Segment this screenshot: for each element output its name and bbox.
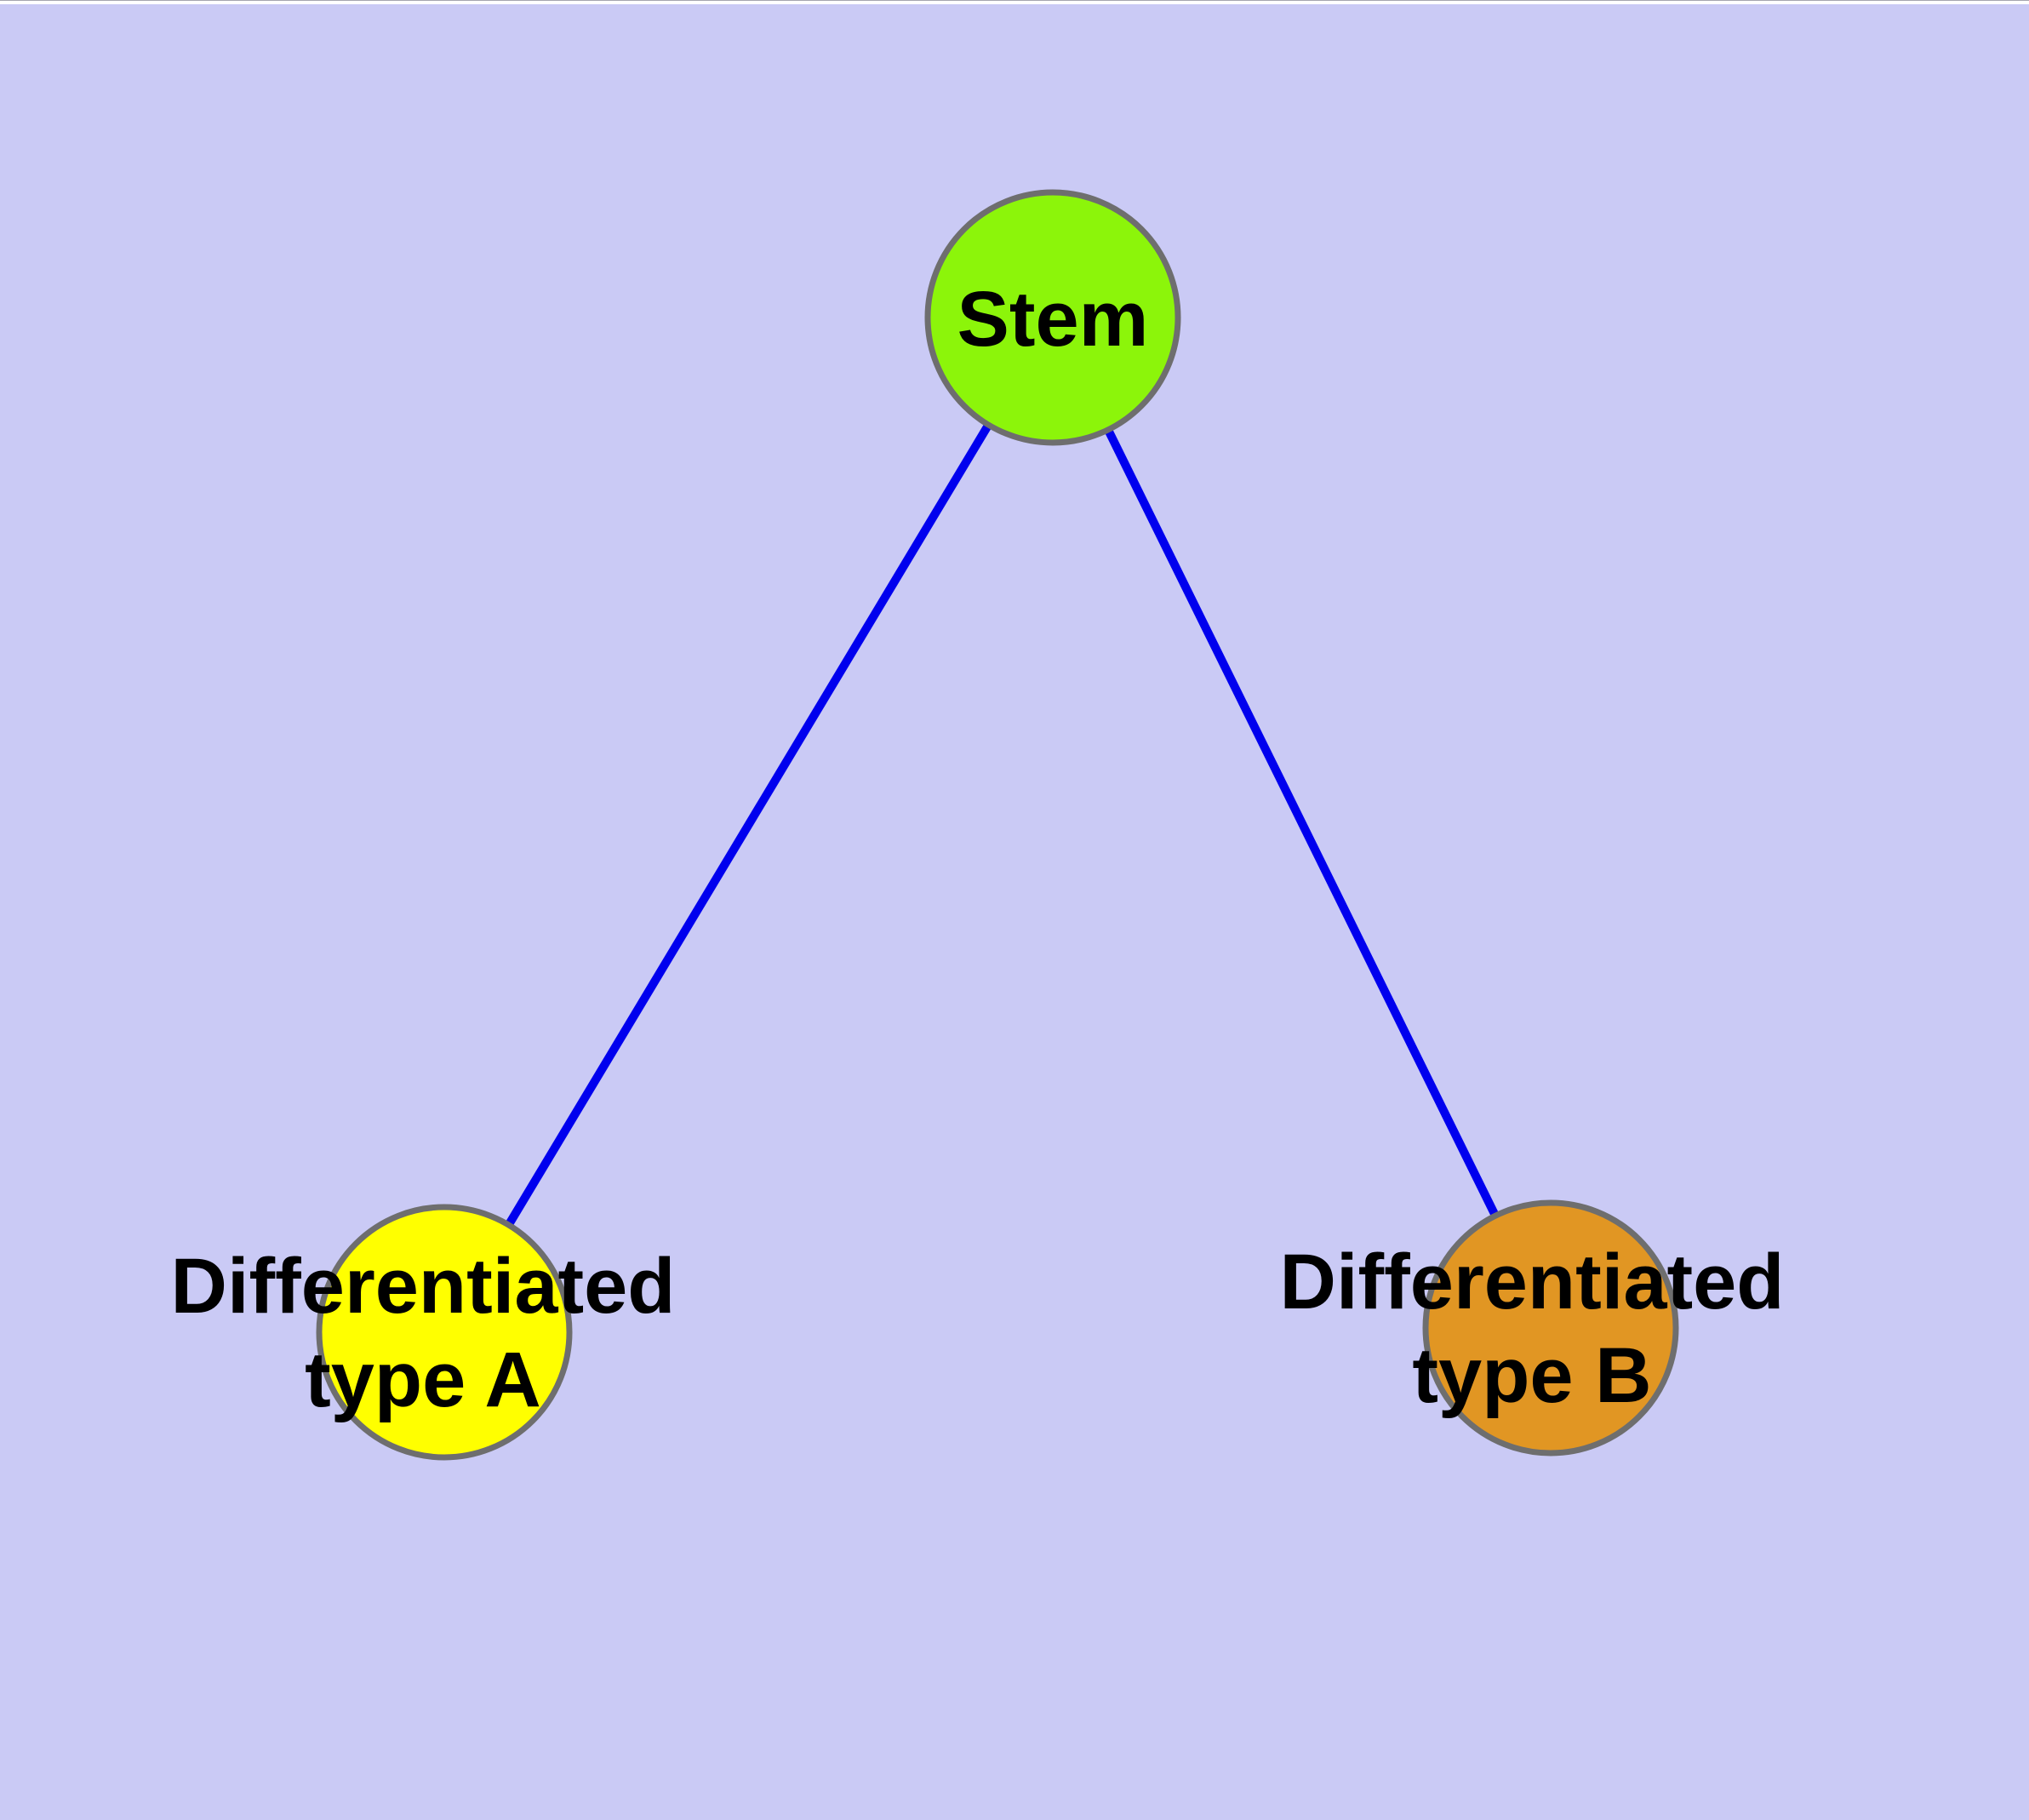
- node-type-a-label-line1: Differentiated: [170, 1243, 676, 1330]
- node-stem-circle: [924, 189, 1181, 446]
- edge-stem-to-type-b: [1049, 315, 1555, 1331]
- node-type-a-label-line2: type A: [305, 1336, 541, 1423]
- node-type-a-circle: [316, 1204, 573, 1461]
- edge-stem-to-type-a: [440, 315, 1057, 1335]
- node-type-b-label-line1: Differentiated: [1279, 1239, 1785, 1325]
- node-type-b-circle: [1422, 1199, 1679, 1457]
- node-type-b-label: Differentiated type B: [1280, 1235, 1785, 1422]
- node-type-a-label: Differentiated type A: [171, 1239, 676, 1427]
- node-type-b-label-line2: type B: [1412, 1332, 1652, 1419]
- window-top-edge: [0, 0, 2029, 4]
- node-stem-label-text: Stem: [957, 276, 1149, 363]
- node-stem-label: Stem: [957, 272, 1149, 366]
